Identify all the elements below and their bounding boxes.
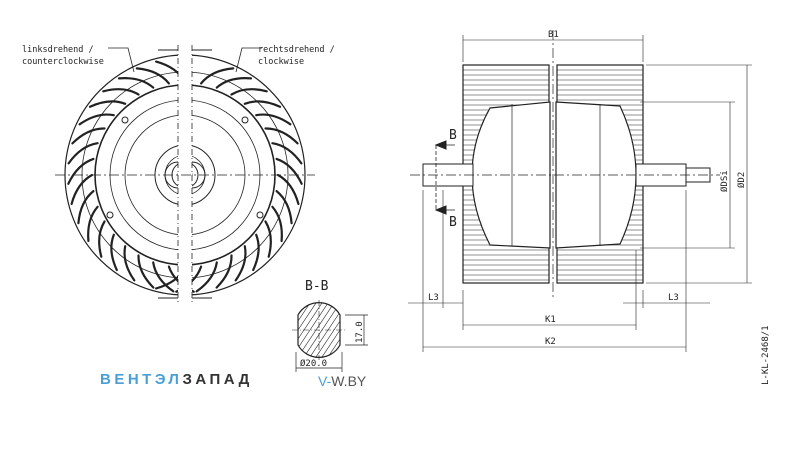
impeller-blade (275, 190, 293, 225)
section-hatch-line (325, 302, 340, 358)
mounting-hole (241, 116, 249, 124)
section-hatch-line (298, 302, 319, 358)
watermark-brand-part2: ЗАПАД (182, 371, 253, 388)
impeller-blade (87, 205, 99, 243)
section-hatch-line (242, 300, 282, 360)
impeller-blade (110, 233, 118, 272)
dim-dsi: ØDSi (719, 170, 730, 192)
impeller-blade (152, 261, 175, 293)
impeller-blade (67, 157, 95, 185)
drawing-id: L-KL-2468/1 (761, 325, 771, 385)
section-hatch-line (248, 300, 288, 360)
dim-l3-left: L3 (428, 293, 439, 303)
watermark-site-prefix: V- (318, 373, 332, 389)
front-view (55, 40, 315, 310)
watermark-brand-part1: ВЕНТЭЛ (100, 371, 183, 388)
mounting-hole (256, 211, 264, 219)
impeller-blade (137, 254, 155, 289)
impeller-blade (135, 67, 170, 85)
dim-k2: K2 (545, 337, 556, 347)
impeller-blade (243, 100, 282, 108)
impeller-blade (117, 77, 155, 89)
impeller-blade (271, 142, 303, 165)
dim-b1: B1 (548, 30, 559, 40)
impeller-blade (264, 220, 272, 258)
section-hatch-line (236, 300, 276, 360)
side-view (408, 30, 752, 352)
section-hatch-line (298, 302, 313, 358)
cw-label-line1: rechtsdrehend / (258, 45, 335, 55)
impeller-blade (98, 220, 106, 258)
section-hatch-line (319, 302, 340, 358)
mounting-hole (121, 116, 129, 124)
ccw-label-line1: linksdrehend / (22, 45, 94, 55)
watermark-site: V-W.BY (318, 373, 366, 389)
section-mark-top: B (449, 128, 457, 143)
impeller-blade (234, 245, 247, 282)
impeller-blade (88, 100, 127, 108)
section-hatch-line (298, 302, 331, 358)
impeller-blade (275, 157, 303, 185)
section-hatch-line (230, 300, 270, 360)
impeller-blade (271, 205, 283, 243)
impeller-blade (102, 88, 140, 96)
section-mark-bottom: B (449, 215, 457, 230)
impeller-blade (200, 67, 235, 85)
section-hatch-line (362, 300, 402, 360)
impeller-blade (264, 127, 299, 145)
section-hatch-line (254, 300, 294, 360)
impeller-blade (215, 254, 233, 289)
dim-k1: K1 (545, 315, 556, 325)
dim-d2: ØD2 (736, 172, 747, 188)
impeller-blade (67, 142, 99, 165)
shaft-section (230, 300, 408, 372)
section-height: 17.0 (355, 321, 365, 343)
watermark-site-rest: W.BY (331, 373, 367, 389)
impeller-blade (77, 190, 95, 225)
section-title: B-B (305, 279, 329, 294)
impeller-blade (70, 173, 94, 205)
section-hatch-line (368, 300, 408, 360)
impeller-blade (255, 113, 292, 126)
impeller-blade (195, 261, 218, 293)
mounting-hole (106, 211, 114, 219)
impeller-blade (71, 127, 106, 145)
section-diameter: Ø20.0 (300, 358, 327, 369)
watermark-brand: ВЕНТЭЛЗАПАД (100, 371, 253, 388)
dim-l3-right: L3 (668, 293, 679, 303)
impeller-blade (252, 233, 260, 272)
cw-label-line2: clockwise (258, 57, 304, 67)
impeller-blade (123, 245, 136, 282)
impeller-blade (78, 113, 115, 126)
ccw-label-line2: counterclockwise (22, 57, 104, 67)
impeller-blade (230, 88, 268, 96)
impeller-blade (276, 173, 300, 205)
impeller-blade (215, 77, 253, 89)
